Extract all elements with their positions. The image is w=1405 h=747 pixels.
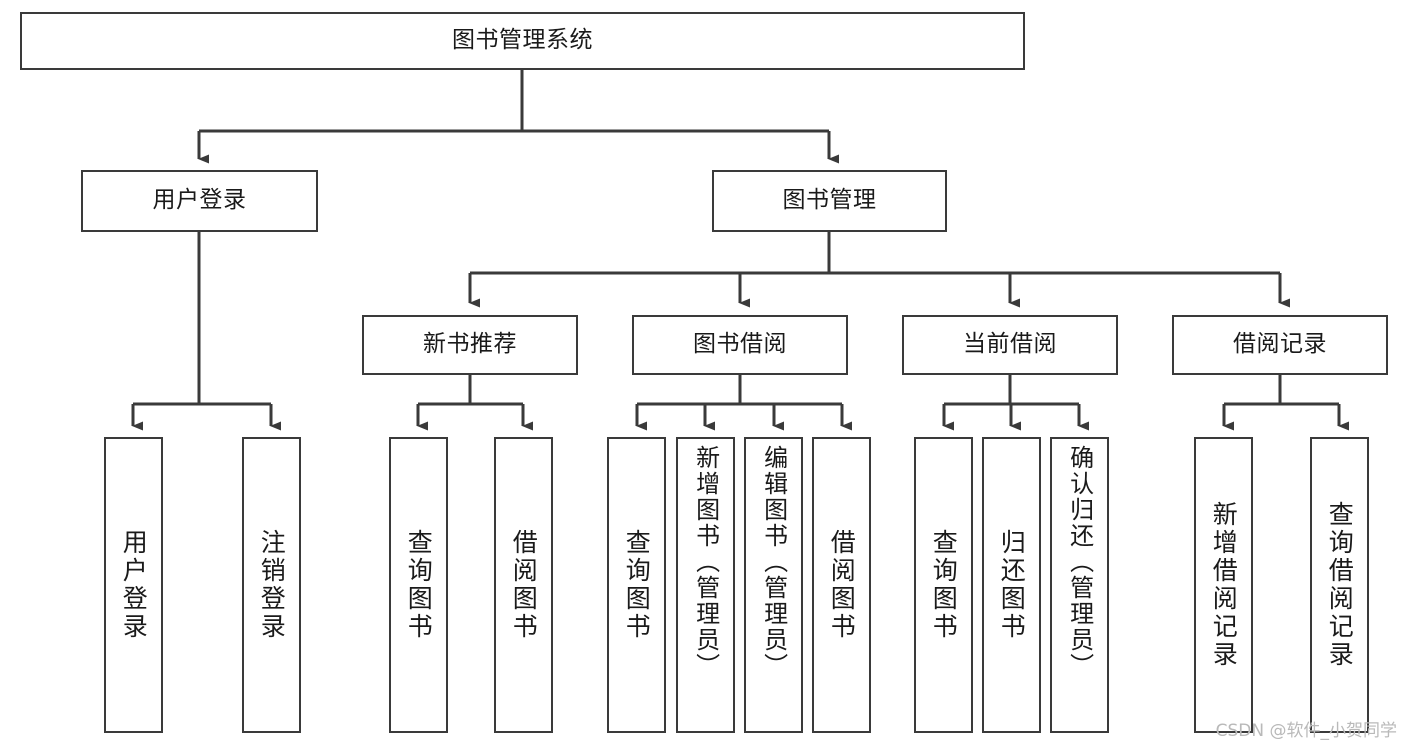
- node-label: 查询借阅记录: [1325, 501, 1355, 669]
- node-current-borrow[interactable]: 当前借阅: [902, 315, 1118, 375]
- node-root-system[interactable]: 图书管理系统: [20, 12, 1025, 70]
- node-label: 查询图书: [622, 529, 652, 641]
- node-label: 图书管理系统: [452, 27, 593, 54]
- node-leaf-query-book-3[interactable]: 查询图书: [914, 437, 973, 733]
- node-label: 借阅图书: [827, 529, 857, 641]
- node-label: 查询图书: [404, 529, 434, 641]
- node-label: 编辑图书（管理员）: [759, 445, 788, 679]
- node-leaf-confirm-return[interactable]: 确认归还（管理员）: [1050, 437, 1109, 733]
- node-label: 借阅图书: [509, 529, 539, 641]
- node-leaf-add-record[interactable]: 新增借阅记录: [1194, 437, 1253, 733]
- node-label: 用户登录: [152, 187, 247, 214]
- node-leaf-borrow-book-2[interactable]: 借阅图书: [812, 437, 871, 733]
- node-leaf-add-book[interactable]: 新增图书（管理员）: [676, 437, 735, 733]
- node-book-borrow[interactable]: 图书借阅: [632, 315, 848, 375]
- node-label: 查询图书: [929, 529, 959, 641]
- node-label: 确认归还（管理员）: [1065, 445, 1094, 679]
- node-label: 注销登录: [257, 529, 287, 641]
- watermark-text: CSDN @软件_小贺同学: [1215, 721, 1397, 741]
- node-label: 借阅记录: [1233, 331, 1327, 358]
- node-new-book-recommend[interactable]: 新书推荐: [362, 315, 578, 375]
- node-label: 图书管理: [782, 187, 877, 214]
- node-leaf-edit-book[interactable]: 编辑图书（管理员）: [744, 437, 803, 733]
- node-leaf-borrow-book-1[interactable]: 借阅图书: [494, 437, 553, 733]
- node-book-manage[interactable]: 图书管理: [712, 170, 947, 232]
- node-leaf-query-record[interactable]: 查询借阅记录: [1310, 437, 1369, 733]
- node-borrow-record[interactable]: 借阅记录: [1172, 315, 1388, 375]
- node-leaf-query-book-2[interactable]: 查询图书: [607, 437, 666, 733]
- node-label: 新增借阅记录: [1209, 501, 1239, 669]
- node-label: 新书推荐: [423, 331, 517, 358]
- node-label: 当前借阅: [963, 331, 1057, 358]
- node-user-login[interactable]: 用户登录: [81, 170, 318, 232]
- node-leaf-logout-login[interactable]: 注销登录: [242, 437, 301, 733]
- node-leaf-user-login[interactable]: 用户登录: [104, 437, 163, 733]
- node-leaf-return-book[interactable]: 归还图书: [982, 437, 1041, 733]
- node-label: 归还图书: [997, 529, 1027, 641]
- node-label: 用户登录: [119, 529, 149, 641]
- node-leaf-query-book-1[interactable]: 查询图书: [389, 437, 448, 733]
- node-label: 新增图书（管理员）: [691, 445, 720, 679]
- node-label: 图书借阅: [693, 331, 787, 358]
